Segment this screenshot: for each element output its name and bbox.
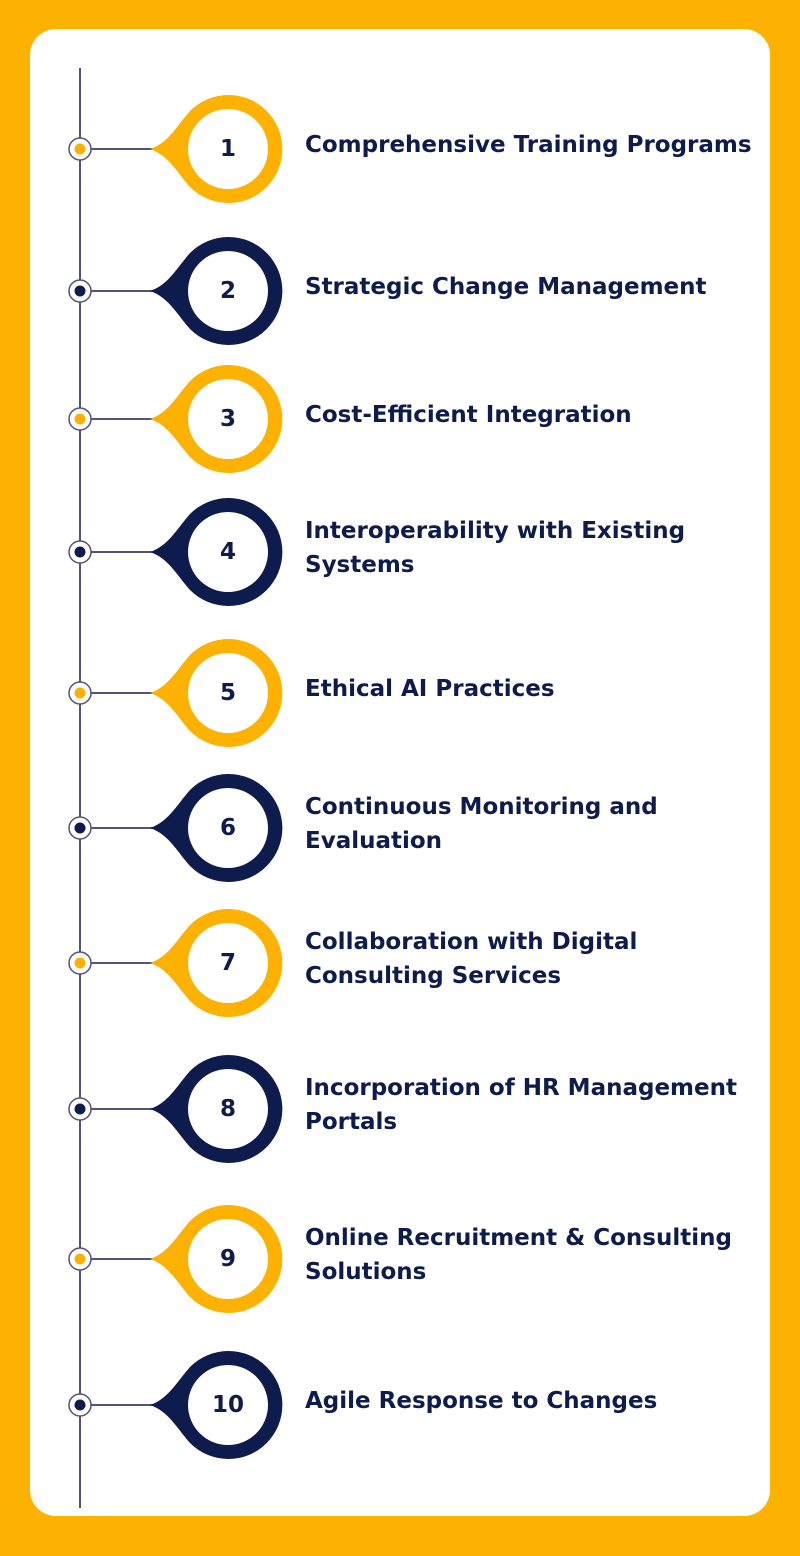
- timeline-node-dot-6: [74, 822, 86, 834]
- step-label-1: Comprehensive Training Programs: [305, 132, 752, 158]
- step-number-6: 6: [219, 815, 236, 841]
- step-label-8: Incorporation of HR Management Portals: [305, 1075, 737, 1135]
- step-label-3: Cost-Efficient Integration: [305, 402, 632, 428]
- step-badge-inner-3: [188, 379, 268, 459]
- step-badge-inner-2: [188, 251, 268, 331]
- step-label-4: Interoperability with Existing Systems: [305, 518, 686, 578]
- step-number-3: 3: [219, 406, 236, 432]
- step-badge-inner-7: [188, 923, 268, 1003]
- step-badge-inner-5: [188, 653, 268, 733]
- step-number-10: 10: [211, 1392, 244, 1418]
- step-number-5: 5: [219, 680, 236, 706]
- step-number-2: 2: [219, 278, 236, 304]
- timeline-node-dot-3: [74, 413, 86, 425]
- step-number-8: 8: [219, 1096, 236, 1122]
- timeline-node-dot-7: [74, 957, 86, 969]
- step-badge-inner-9: [188, 1219, 268, 1299]
- timeline-node-dot-10: [74, 1399, 86, 1411]
- step-number-7: 7: [219, 950, 236, 976]
- content-card: [30, 29, 770, 1516]
- step-label-10: Agile Response to Changes: [305, 1388, 658, 1414]
- step-badge-inner-4: [188, 512, 268, 592]
- step-label-9: Online Recruitment & Consulting Solution…: [305, 1225, 732, 1285]
- step-badge-inner-6: [188, 788, 268, 868]
- timeline-node-dot-1: [74, 143, 86, 155]
- step-label-7: Collaboration with Digital Consulting Se…: [305, 929, 638, 989]
- timeline-node-dot-9: [74, 1253, 86, 1265]
- step-label-6: Continuous Monitoring and Evaluation: [305, 794, 658, 854]
- timeline-node-dot-8: [74, 1103, 86, 1115]
- step-badge-inner-10: [188, 1365, 268, 1445]
- step-number-4: 4: [219, 539, 236, 565]
- step-badge-inner-8: [188, 1069, 268, 1149]
- timeline-node-dot-2: [74, 285, 86, 297]
- step-number-9: 9: [219, 1246, 236, 1272]
- timeline-node-dot-5: [74, 687, 86, 699]
- step-label-2: Strategic Change Management: [305, 274, 707, 300]
- timeline-node-dot-4: [74, 546, 86, 558]
- step-badge-inner-1: [188, 109, 268, 189]
- step-number-1: 1: [219, 136, 236, 162]
- step-label-5: Ethical AI Practices: [305, 676, 555, 702]
